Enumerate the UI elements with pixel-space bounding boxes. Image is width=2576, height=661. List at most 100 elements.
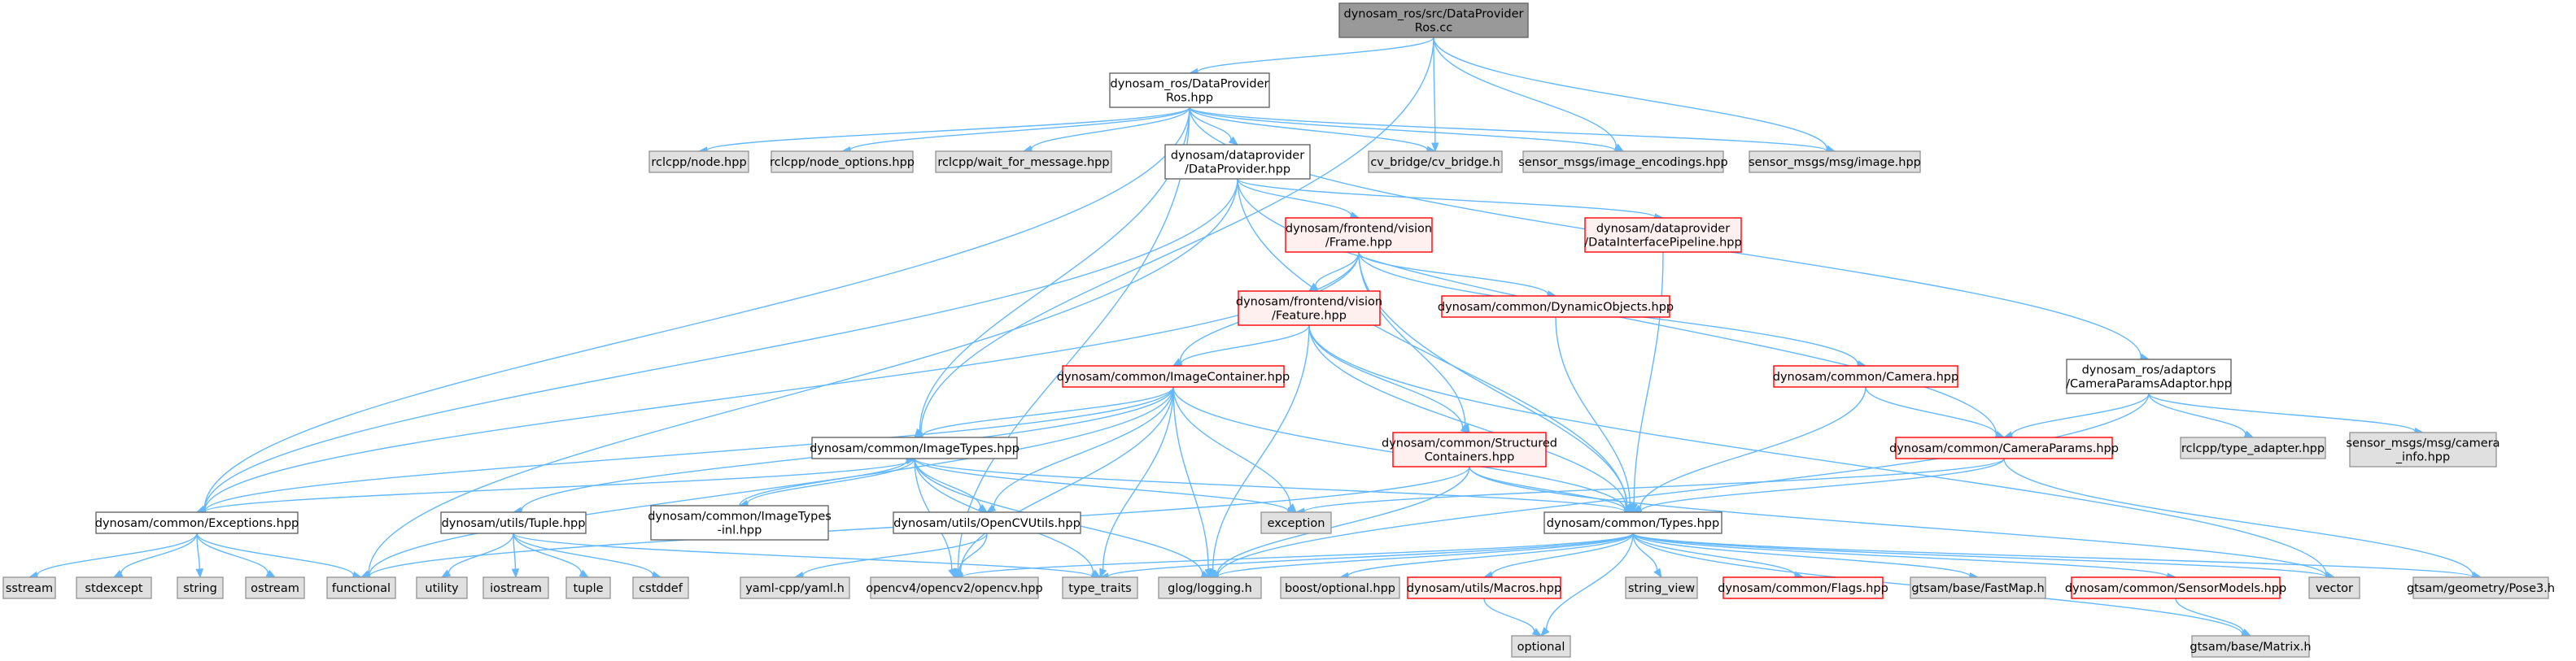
node-dynosam-common-dynamicobjects-hpp[interactable]: dynosam/common/DynamicObjects.hpp [1438, 295, 1674, 318]
edge-line [1217, 533, 1634, 577]
node-dynosam-frontend-vision-frame-hpp[interactable]: dynosam/frontend/vision/Frame.hpp [1285, 217, 1433, 253]
edge-line [1632, 533, 1658, 571]
node-dynosam-common-exceptions-hpp[interactable]: dynosam/common/Exceptions.hpp [95, 511, 299, 534]
node-dynosam-common-camera-hpp[interactable]: dynosam/common/Camera.hpp [1773, 365, 1958, 388]
node-glog-logging-h[interactable]: glog/logging.h [1158, 576, 1262, 599]
node-box [2180, 437, 2326, 459]
edge-frame-to-feature [1308, 251, 1360, 292]
edge-dpros-to-opencv [954, 107, 1190, 579]
node-dynosam-utils-opencvutils-hpp[interactable]: dynosam/utils/OpenCVUtils.hpp [893, 511, 1081, 534]
node-rclcpp-wait-for-message-hpp[interactable]: rclcpp/wait_for_message.hpp [935, 150, 1112, 173]
node-utility[interactable]: utility [416, 576, 468, 599]
node-opencv4-opencv2-opencv-hpp[interactable]: opencv4/opencv2/opencv.hpp [866, 576, 1043, 599]
edge-adaptor-to-rcltype [2148, 393, 2255, 438]
node-sstream[interactable]: sstream [2, 576, 56, 599]
node-dynosam-common-flags-hpp[interactable]: dynosam/common/Flags.hpp [1718, 576, 1888, 599]
node-box [482, 576, 549, 599]
edge-line [920, 37, 1434, 433]
node-label: gtsam/base/Matrix.h [2190, 641, 2311, 654]
node-type-traits[interactable]: type_traits [1062, 576, 1138, 599]
node-dynosam-common-types-hpp[interactable]: dynosam/common/Types.hpp [1543, 511, 1722, 534]
node-dynosam-utils-tuple-hpp[interactable]: dynosam/utils/Tuple.hpp [440, 511, 587, 534]
node-label: dynosam/common/CameraParams.hpp [1889, 442, 2119, 455]
edge-line [1358, 251, 1466, 426]
node-dynosam-dataprovider-datainterfacepipeline-hpp[interactable]: dynosam/dataprovider/DataInterfacePipeli… [1584, 217, 1742, 253]
node-dynosam-common-imagecontainer-hpp[interactable]: dynosam/common/ImageContainer.hpp [1057, 365, 1290, 388]
node-box [648, 150, 749, 173]
node-exception[interactable]: exception [1260, 511, 1332, 534]
node-gtsam-base-fastmap-h[interactable]: gtsam/base/FastMap.h [1910, 576, 2046, 599]
node-label: yaml-cpp/yaml.h [745, 582, 845, 595]
node-sensor-msgs-image-encodings-hpp[interactable]: sensor_msgs/image_encodings.hpp [1518, 150, 1728, 173]
edge-line [513, 533, 654, 576]
edge-line [1469, 466, 2327, 576]
node-vector[interactable]: vector [2308, 576, 2360, 599]
node-gtsam-base-matrix-h[interactable]: gtsam/base/Matrix.h [2190, 635, 2312, 658]
node-label: Ros.cc [1415, 22, 1452, 35]
node-sensor-msgs-msg-image-hpp[interactable]: sensor_msgs/msg/image.hpp [1749, 150, 1921, 173]
node-dynosam-ros-adaptors-cameraparamsadaptor-hpp[interactable]: dynosam_ros/adaptors/CameraParamsAdaptor… [2066, 359, 2232, 394]
node-box [440, 511, 587, 534]
node-dynosam-dataprovider-dataprovider-hpp[interactable]: dynosam/dataprovider/DataProvider.hpp [1164, 144, 1311, 180]
node-label: dynosam_ros/adaptors [2082, 364, 2216, 377]
node-optional[interactable]: optional [1511, 635, 1571, 658]
edge-line [448, 533, 514, 573]
edge-line [1172, 386, 1291, 507]
node-rclcpp-node-hpp[interactable]: rclcpp/node.hpp [648, 150, 749, 173]
node-dynosam-frontend-vision-feature-hpp[interactable]: dynosam/frontend/vision/Feature.hpp [1236, 290, 1382, 326]
node-label: /DataInterfacePipeline.hpp [1584, 237, 1741, 250]
node-rclcpp-node-options-hpp[interactable]: rclcpp/node_options.hpp [770, 150, 915, 173]
node-yaml-cpp-yaml-h[interactable]: yaml-cpp/yaml.h [740, 576, 850, 599]
edge-exceptions-to-sstream [28, 533, 198, 579]
node-string[interactable]: string [177, 576, 224, 599]
edge-types-to-macros [1482, 533, 1634, 579]
node-ostream[interactable]: ostream [245, 576, 305, 599]
edge-arrowhead [1099, 568, 1107, 579]
node-cv-bridge-cv-bridge-h[interactable]: cv_bridge/cv_bridge.h [1368, 150, 1503, 173]
node-functional[interactable]: functional [326, 576, 396, 599]
node-label: rclcpp/node.hpp [651, 156, 746, 169]
node-gtsam-geometry-pose3-h[interactable]: gtsam/geometry/Pose3.h [2407, 576, 2555, 599]
edge-line [1308, 324, 1464, 428]
node-cstddef[interactable]: cstddef [632, 576, 689, 599]
edge-arrowhead [195, 568, 203, 579]
node-label: /Feature.hpp [1272, 310, 1347, 323]
edge-line [1469, 466, 1626, 511]
node-string-view[interactable]: string_view [1625, 576, 1698, 599]
node-label: functional [332, 582, 391, 595]
node-dynosam-common-imagetypes-hpp[interactable]: dynosam/common/ImageTypes.hpp [810, 437, 1019, 459]
edge-types-to-pose3 [1632, 533, 2482, 581]
node-label: dynosam/utils/Macros.hpp [1407, 582, 1561, 595]
node-boost-optional-hpp[interactable]: boost/optional.hpp [1280, 576, 1400, 599]
edge-dynobj-to-types [1555, 316, 1634, 514]
edge-dip-to-types [1630, 251, 1664, 514]
edge-line [849, 107, 1190, 151]
edge-imgcont-to-exceptions [195, 386, 1174, 515]
edge-line [1308, 324, 1627, 509]
node-sensor-msgs-msg-camera-info-hpp[interactable]: sensor_msgs/msg/camera_info.hpp [2346, 432, 2500, 467]
edge-line [513, 533, 583, 574]
edge-tuple-to-iostream [511, 533, 520, 579]
node-box [1280, 576, 1400, 599]
node-box [1238, 290, 1381, 326]
node-dynosam-common-cameraparams-hpp[interactable]: dynosam/common/CameraParams.hpp [1889, 437, 2119, 459]
edge-adaptor-to-camparams [2002, 393, 2150, 439]
edge-imgcont-to-typetraits [1099, 386, 1174, 579]
node-dynosam-utils-macros-hpp[interactable]: dynosam/utils/Macros.hpp [1407, 576, 1561, 599]
edge-arrowhead [265, 569, 277, 578]
node-stdexcept[interactable]: stdexcept [76, 576, 152, 599]
node-tuple[interactable]: tuple [565, 576, 611, 599]
edge-line [1189, 107, 1232, 141]
node-dynosam-common-imagetypes-inl-hpp[interactable]: dynosam/common/ImageTypes-inl.hpp [648, 505, 832, 541]
edge-imgtypes-to-imgtypesinl [738, 458, 915, 507]
node-dynosam-common-sensormodels-hpp[interactable]: dynosam/common/SensorModels.hpp [2065, 576, 2286, 599]
edge-line [1237, 178, 1352, 216]
node-rclcpp-type-adapter-hpp[interactable]: rclcpp/type_adapter.hpp [2180, 437, 2326, 459]
edge-structc-to-types [1469, 466, 1635, 514]
node-iostream[interactable]: iostream [482, 576, 549, 599]
edge-line [914, 458, 1289, 512]
